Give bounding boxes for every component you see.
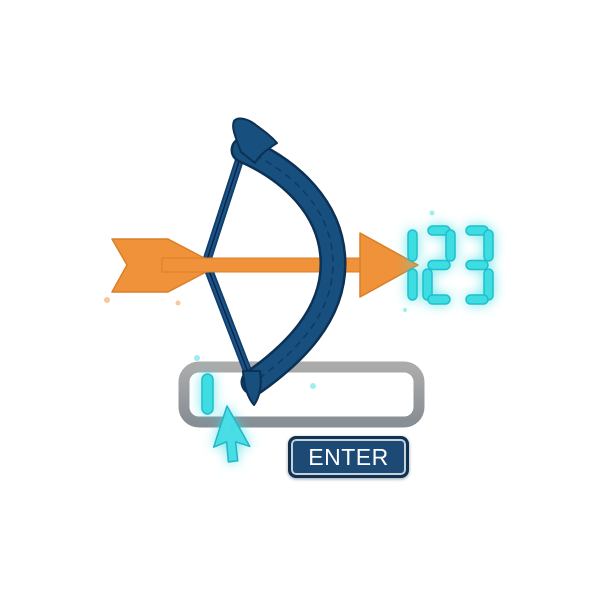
enter-button[interactable]: ENTER bbox=[288, 436, 409, 478]
text-caret bbox=[201, 373, 214, 415]
cursor-icon bbox=[212, 405, 251, 463]
digits-display bbox=[407, 225, 494, 305]
arrow-icon bbox=[111, 232, 419, 298]
noise-speckles bbox=[104, 210, 435, 431]
enter-button-label: ENTER bbox=[308, 443, 389, 470]
bow-icon bbox=[230, 117, 347, 406]
input-field-box[interactable] bbox=[178, 361, 425, 428]
